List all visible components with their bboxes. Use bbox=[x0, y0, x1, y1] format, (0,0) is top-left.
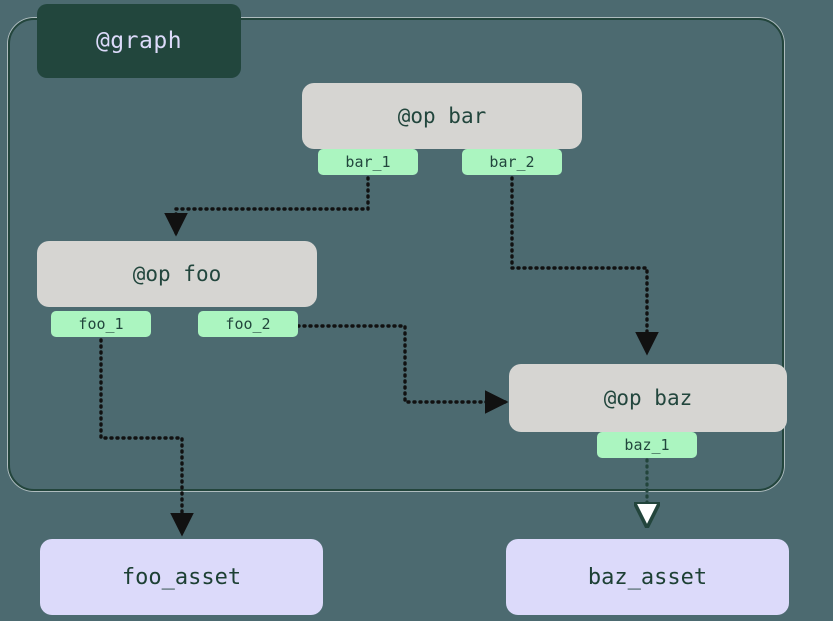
port-bar-2-label: bar_2 bbox=[489, 153, 535, 171]
port-baz-1[interactable]: baz_1 bbox=[597, 432, 697, 458]
node-op-baz-label: @op baz bbox=[603, 386, 693, 410]
node-foo-asset[interactable]: foo_asset bbox=[40, 539, 323, 615]
node-op-bar-label: @op bar bbox=[397, 104, 487, 128]
node-op-bar[interactable]: @op bar bbox=[302, 83, 582, 149]
port-foo-2[interactable]: foo_2 bbox=[198, 311, 298, 337]
cluster-label-graph[interactable]: @graph bbox=[37, 4, 241, 78]
node-baz-asset[interactable]: baz_asset bbox=[506, 539, 789, 615]
port-baz-1-label: baz_1 bbox=[624, 436, 670, 454]
node-op-baz[interactable]: @op baz bbox=[509, 364, 787, 432]
node-op-foo-label: @op foo bbox=[132, 262, 222, 286]
port-bar-1-label: bar_1 bbox=[345, 153, 391, 171]
cluster-label-text: @graph bbox=[95, 28, 183, 54]
node-op-foo[interactable]: @op foo bbox=[37, 241, 317, 307]
port-bar-1[interactable]: bar_1 bbox=[318, 149, 418, 175]
port-bar-2[interactable]: bar_2 bbox=[462, 149, 562, 175]
port-foo-1-label: foo_1 bbox=[78, 315, 124, 333]
node-baz-asset-label: baz_asset bbox=[587, 564, 708, 590]
port-foo-1[interactable]: foo_1 bbox=[51, 311, 151, 337]
port-foo-2-label: foo_2 bbox=[225, 315, 271, 333]
graph-cluster-container bbox=[8, 18, 784, 491]
node-foo-asset-label: foo_asset bbox=[121, 564, 242, 590]
